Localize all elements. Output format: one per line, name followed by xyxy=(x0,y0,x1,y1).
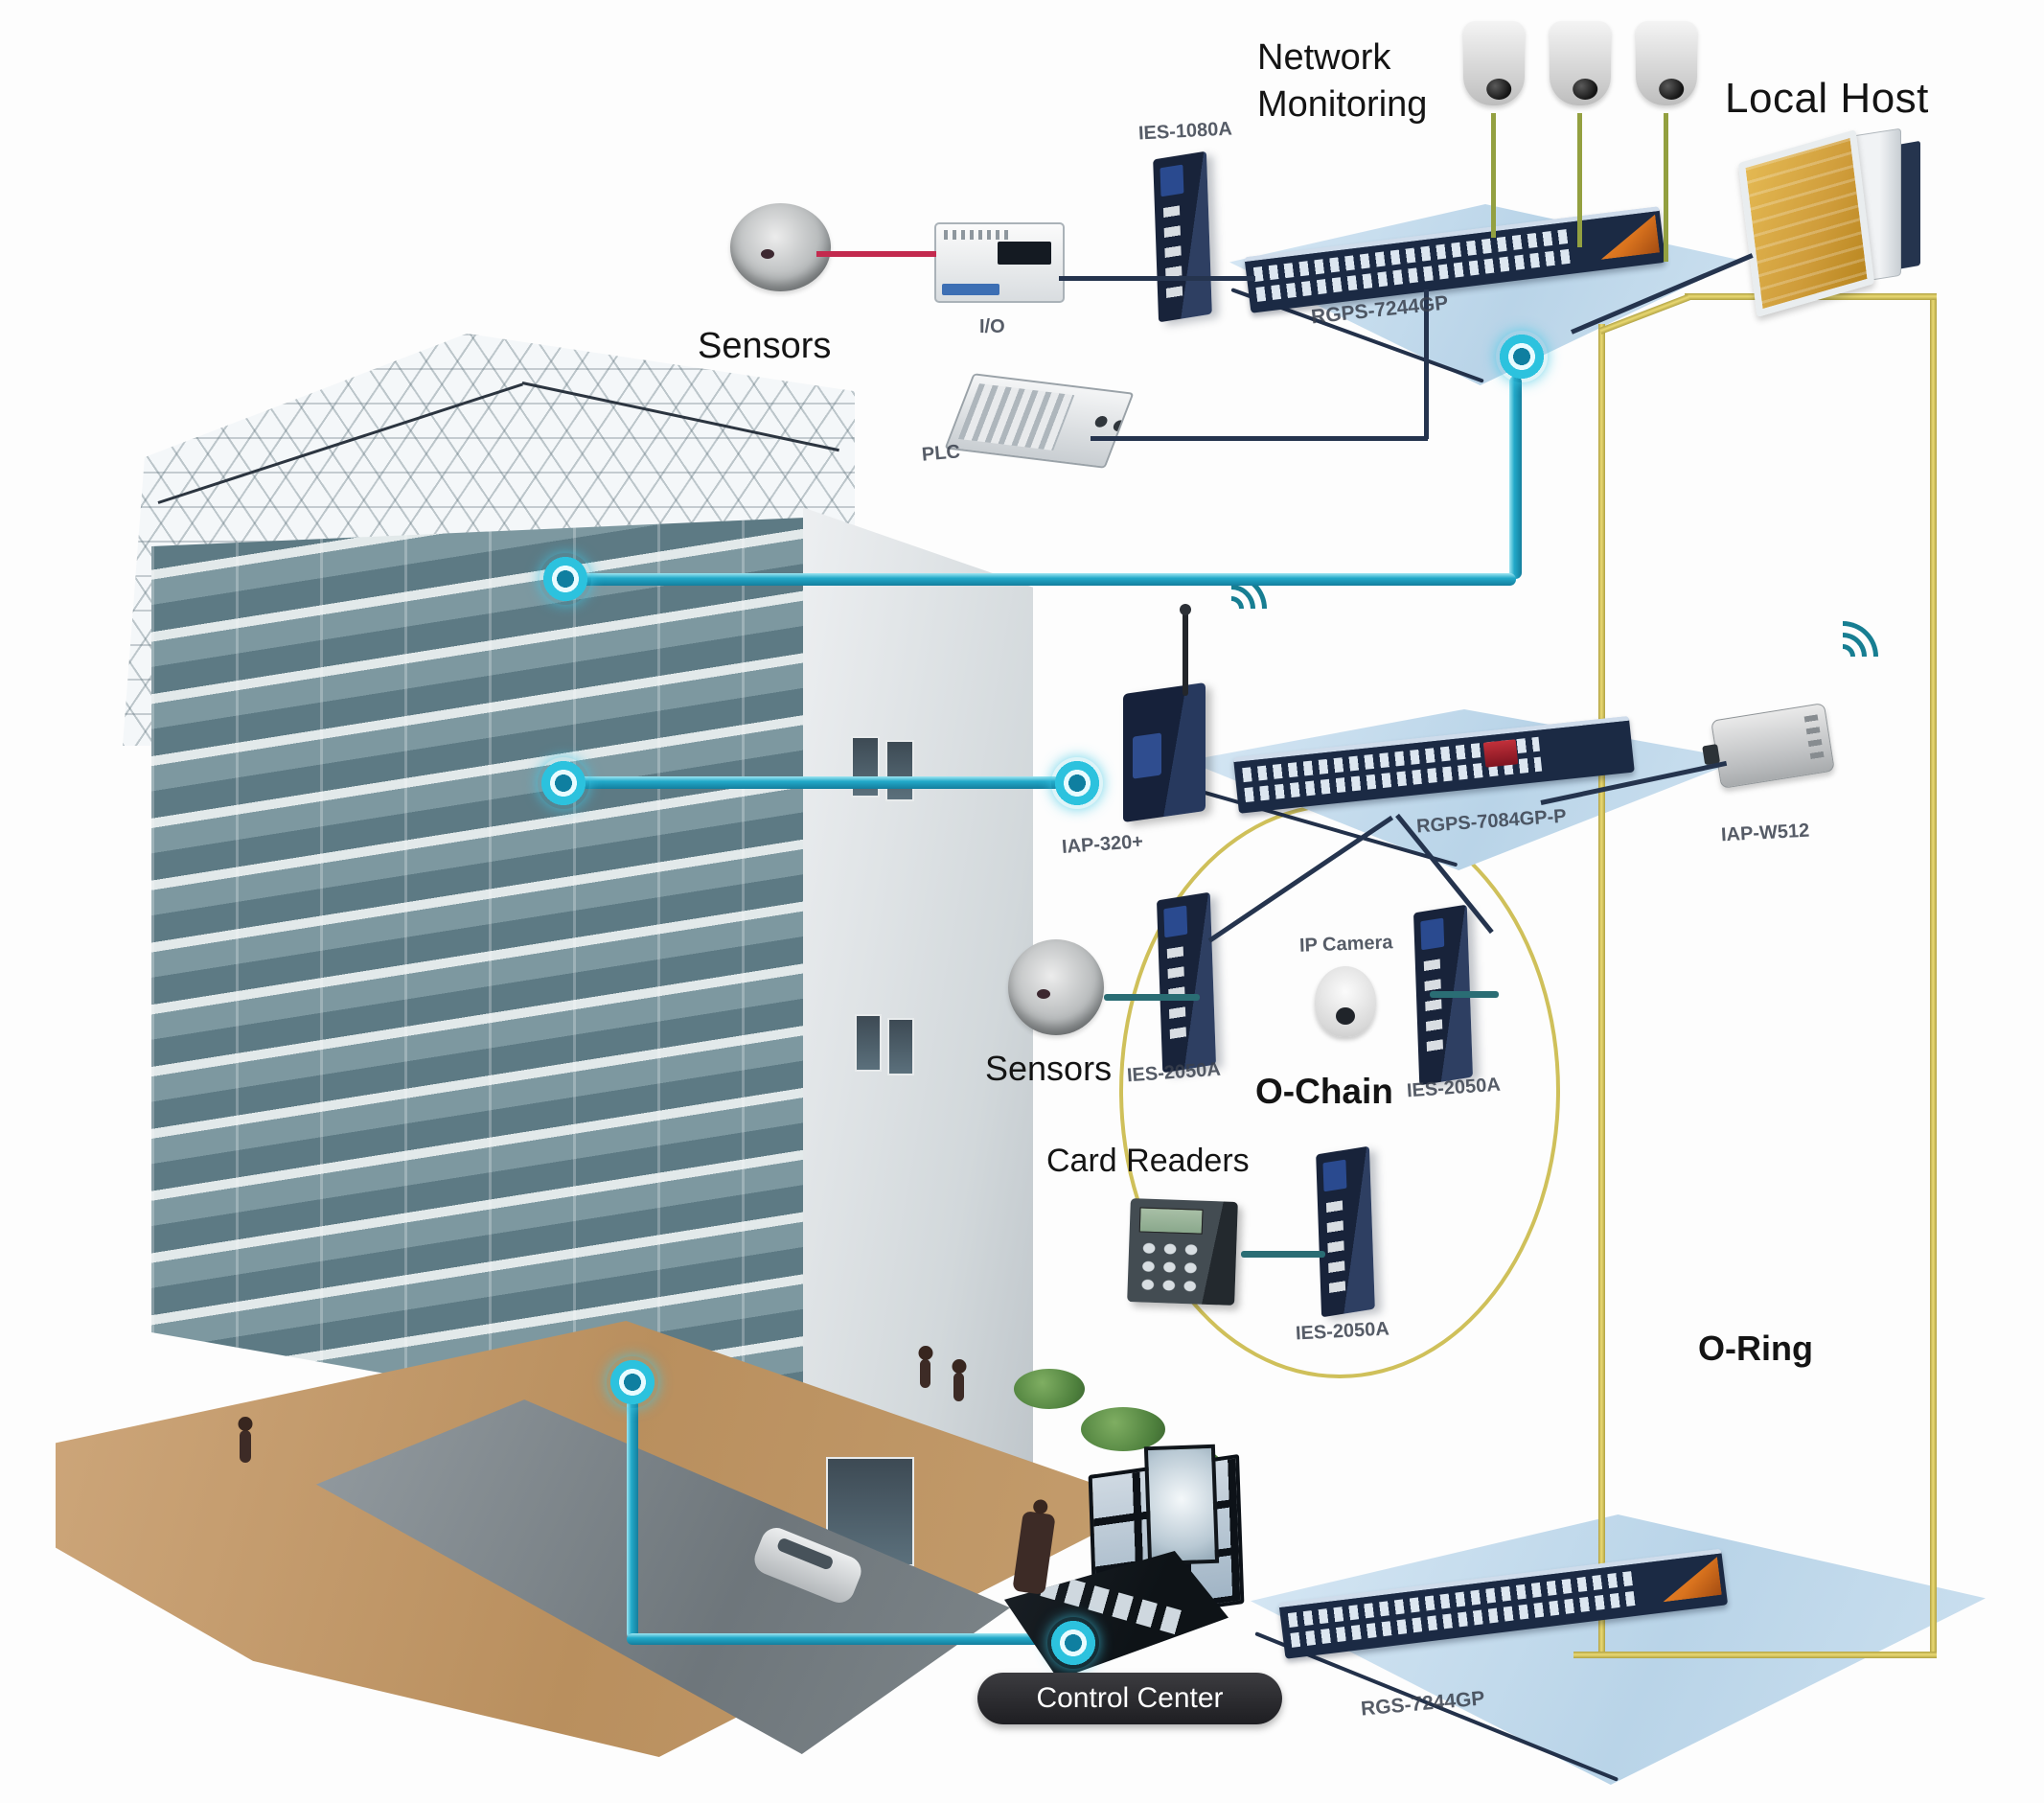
sensor-to-io-link xyxy=(816,251,936,257)
trunk-link-floor3 xyxy=(565,776,1077,789)
building-window xyxy=(887,1018,914,1075)
dome-camera-icon xyxy=(1463,21,1525,105)
dome-camera-icon xyxy=(1550,21,1611,105)
sensor-to-ies-link xyxy=(1104,994,1200,1001)
network-node xyxy=(1496,331,1548,382)
card-readers-label: Card Readers xyxy=(1046,1143,1250,1179)
ies-2050a-switch-left xyxy=(1156,891,1217,1074)
card-reader-screen xyxy=(1138,1207,1204,1235)
network-node xyxy=(607,1356,658,1408)
plc-label: PLC xyxy=(921,441,961,466)
sensors-top-label: Sensors xyxy=(698,326,832,366)
trunk-link-vertical-top xyxy=(1509,376,1522,579)
io-terminal-icon xyxy=(942,284,999,295)
bush xyxy=(1081,1407,1165,1451)
plc-link-horizontal xyxy=(1091,436,1428,441)
ip-camera-icon xyxy=(1315,966,1376,1037)
io-label: I/O xyxy=(979,316,1005,337)
plc-link-vertical xyxy=(1424,289,1429,439)
o-ring-label: O-Ring xyxy=(1698,1329,1813,1368)
card-reader-keypad xyxy=(1137,1238,1203,1297)
local-host-label: Local Host xyxy=(1725,75,1929,122)
ies-1080a-switch xyxy=(1153,150,1212,323)
smoke-sensor-icon xyxy=(1008,939,1104,1035)
network-node xyxy=(1051,757,1103,809)
wifi-signal-icon xyxy=(1181,558,1282,659)
network-node xyxy=(538,757,589,809)
building-window xyxy=(855,1014,882,1072)
network-monitoring-label: Network Monitoring xyxy=(1257,37,1428,125)
camera-lens-icon xyxy=(1486,79,1512,100)
cardreader-to-ies-link xyxy=(1241,1251,1325,1258)
card-reader-device xyxy=(1127,1198,1238,1306)
person xyxy=(953,1373,964,1401)
building-window xyxy=(885,740,914,801)
ies-1080a-label: IES-1080A xyxy=(1137,118,1233,145)
sensors-mid-label: Sensors xyxy=(985,1049,1113,1088)
io-display-icon xyxy=(998,242,1051,265)
ip-camera-label: IP Camera xyxy=(1298,932,1393,957)
iap-320-label: IAP-320+ xyxy=(1061,831,1144,858)
ipcam-to-ies-link xyxy=(1430,991,1499,998)
camera-stem-link xyxy=(1491,113,1496,238)
control-center-badge: Control Center xyxy=(977,1673,1282,1724)
camera-stem-link xyxy=(1664,113,1668,262)
o-ring-bottom-link xyxy=(1573,1652,1937,1658)
o-chain-label: O-Chain xyxy=(1255,1072,1393,1111)
trunk-link-ground xyxy=(627,1633,1073,1645)
iap-w512-access-point xyxy=(1711,703,1835,789)
trunk-link-ground-vertical xyxy=(627,1399,638,1639)
io-to-switch-link xyxy=(1059,276,1255,281)
switch-accent xyxy=(1482,739,1519,768)
iap-w512-label: IAP-W512 xyxy=(1720,820,1810,846)
o-ring-left-link xyxy=(1598,324,1605,1658)
wifi-signal-icon xyxy=(1792,606,1894,707)
smoke-sensor-icon xyxy=(730,203,831,291)
o-ring-right-link xyxy=(1930,297,1937,1658)
network-node xyxy=(1047,1617,1099,1669)
antenna-icon xyxy=(1180,604,1191,696)
dome-camera-icon xyxy=(1636,21,1697,105)
plc-device xyxy=(944,373,1135,469)
bush xyxy=(1014,1369,1085,1409)
building-entrance xyxy=(826,1457,914,1566)
control-center-label: Control Center xyxy=(1036,1682,1224,1714)
control-center-main-screen xyxy=(1143,1444,1220,1566)
camera-lens-icon xyxy=(1573,79,1598,100)
camera-lens-icon xyxy=(1659,79,1685,100)
person xyxy=(920,1359,930,1388)
iap-320-access-point xyxy=(1123,682,1206,823)
localhost-monitor xyxy=(1737,129,1875,317)
trunk-link-floor5 xyxy=(565,573,1516,586)
building-glass-facade xyxy=(151,518,805,1447)
camera-stem-link xyxy=(1577,113,1582,247)
network-node xyxy=(540,553,591,605)
person xyxy=(240,1430,251,1463)
io-module xyxy=(934,222,1065,303)
io-vents-icon xyxy=(944,230,1011,240)
ies-2050a-switch-bottom xyxy=(1316,1145,1375,1318)
